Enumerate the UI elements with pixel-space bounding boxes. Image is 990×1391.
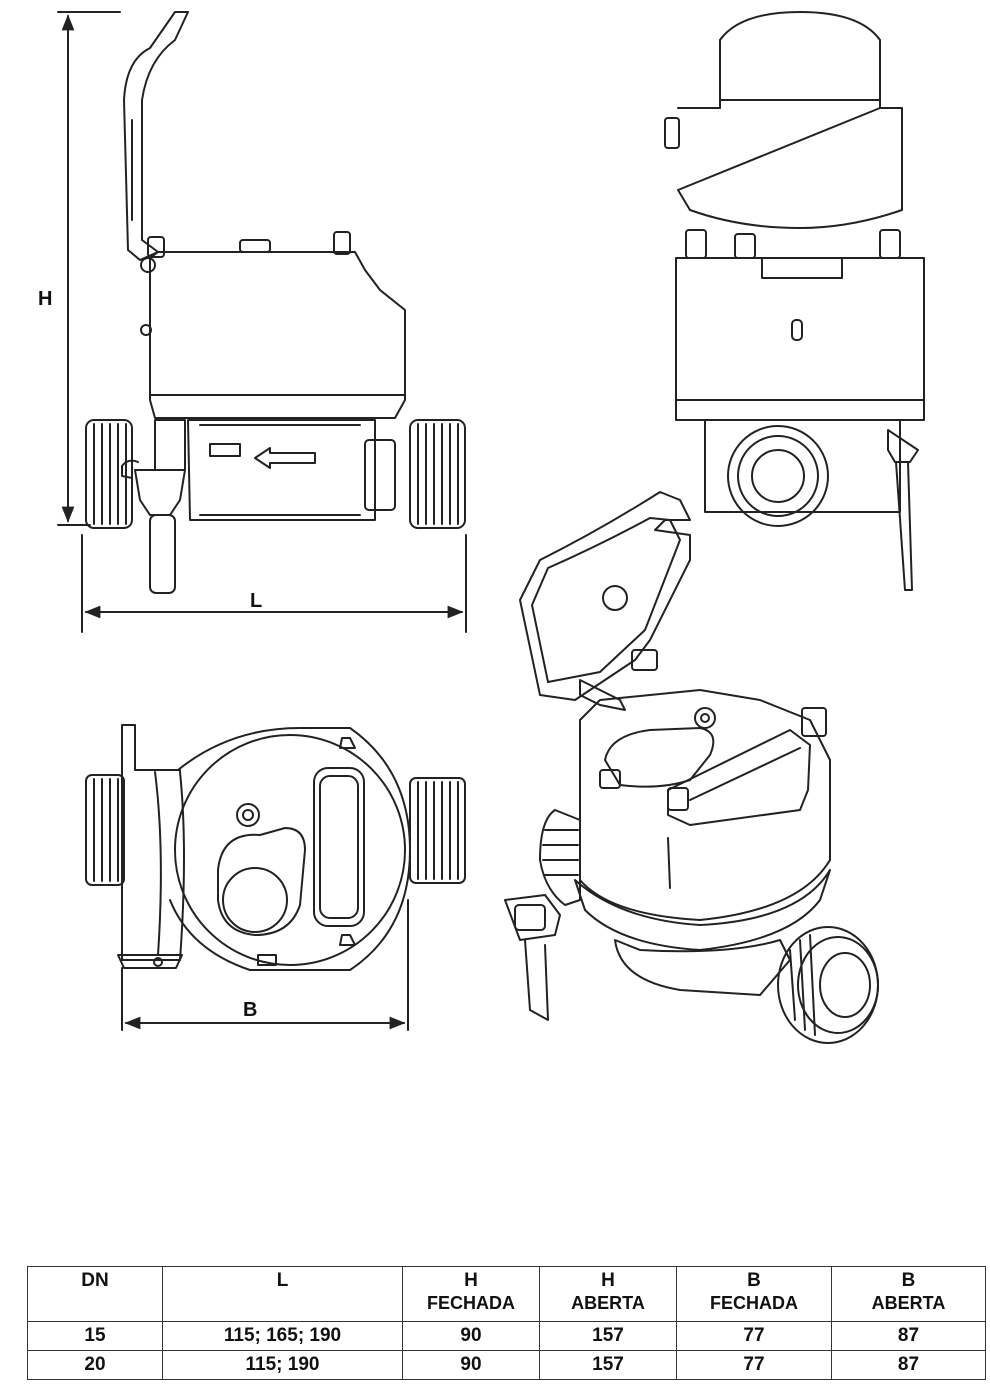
front-seal	[887, 429, 919, 463]
header-sublabel: FECHADA	[710, 1293, 798, 1313]
seal-tag	[134, 469, 186, 516]
iso-coupling	[777, 926, 879, 1044]
water-meter-technical-drawing: H L	[38, 11, 925, 1044]
cell-h-fechada: 90	[402, 1350, 540, 1380]
iso-body	[579, 689, 831, 921]
header-dn: DN	[27, 1266, 163, 1322]
flow-arrow	[254, 447, 316, 469]
top-view	[85, 724, 466, 971]
meter-body	[149, 251, 406, 419]
dimension-label-l: L	[250, 590, 262, 612]
top-body-outline	[169, 727, 411, 971]
pipe-opening	[727, 425, 829, 527]
header-label: DN	[81, 1270, 109, 1291]
dimension-h: H	[38, 11, 121, 526]
header-label: L	[276, 1270, 289, 1291]
header-sublabel: ABERTA	[571, 1293, 645, 1313]
dimension-l: L	[81, 534, 467, 633]
header-label: B	[747, 1270, 761, 1291]
header-l: L	[162, 1266, 403, 1322]
cell-l: 115; 190	[162, 1350, 403, 1380]
isometric-view	[504, 491, 879, 1044]
cell-dn: 15	[27, 1321, 163, 1351]
header-label: H	[464, 1270, 478, 1291]
lid-window	[313, 767, 365, 927]
iso-dial	[604, 727, 715, 788]
right-thread	[409, 419, 466, 529]
cell-b-fechada: 77	[676, 1350, 832, 1380]
table-row: 20 115; 190 90 157 77 87	[27, 1350, 986, 1380]
cell-b-aberta: 87	[831, 1350, 986, 1380]
open-lid	[123, 11, 189, 261]
dial-window	[217, 827, 306, 936]
cell-h-aberta: 157	[539, 1350, 677, 1380]
front-open-lid	[719, 11, 881, 109]
front-view	[664, 11, 925, 591]
cell-b-aberta: 87	[831, 1321, 986, 1351]
cell-l: 115; 165; 190	[162, 1321, 403, 1351]
dimension-label-b: B	[243, 999, 257, 1021]
side-view	[85, 11, 466, 594]
table-row: 15 115; 165; 190 90 157 77 87	[27, 1321, 986, 1351]
left-thread	[85, 419, 133, 529]
cell-h-aberta: 157	[539, 1321, 677, 1351]
top-right-thread	[409, 777, 466, 884]
header-label: H	[601, 1270, 615, 1291]
dimension-label-h: H	[38, 288, 52, 310]
cell-dn: 20	[27, 1350, 163, 1380]
header-sublabel: ABERTA	[871, 1293, 946, 1313]
top-left-thread	[85, 774, 125, 886]
header-label: B	[901, 1270, 916, 1291]
header-sublabel: FECHADA	[427, 1293, 515, 1313]
dimension-b: B	[121, 899, 409, 1031]
cell-b-fechada: 77	[676, 1321, 832, 1351]
iso-seal-key	[504, 894, 561, 941]
cell-h-fechada: 90	[402, 1321, 540, 1351]
